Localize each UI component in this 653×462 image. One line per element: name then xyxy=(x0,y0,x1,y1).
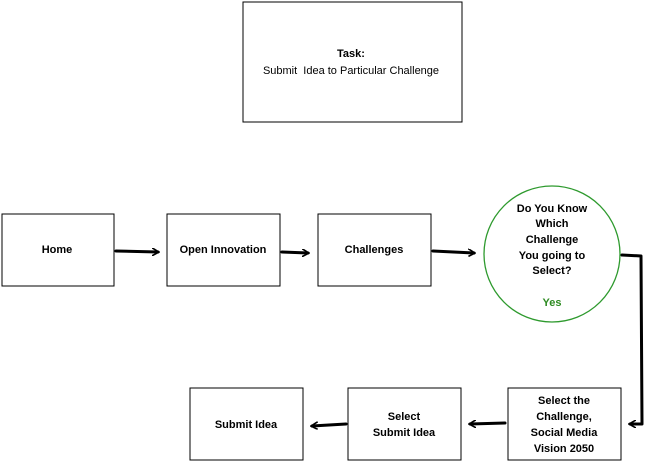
decision-line-1: Do You Know xyxy=(517,203,588,215)
arrow-challenges-to-decision xyxy=(431,251,474,253)
node-home-label: Home xyxy=(42,244,73,256)
node-select-challenge: Select the Challenge, Social Media Visio… xyxy=(507,387,622,461)
node-select-submit: Select Submit Idea xyxy=(347,387,462,461)
node-challenges: Challenges xyxy=(317,213,432,287)
task-box: Task: Submit Idea to Particular Challeng… xyxy=(242,1,463,123)
select-submit-line-2: Submit Idea xyxy=(373,427,436,439)
arrow-decision-to-select-challenge xyxy=(620,253,644,424)
arrow-open-innovation-to-challenges xyxy=(280,252,308,253)
arrow-home-to-open-innovation xyxy=(114,251,158,252)
arrow-select-challenge-to-select-submit xyxy=(470,423,507,424)
select-submit-line-1: Select xyxy=(388,411,421,423)
decision-line-5: Select? xyxy=(532,265,571,277)
decision-circle xyxy=(483,185,621,323)
node-submit-idea-label: Submit Idea xyxy=(215,419,278,431)
decision-line-2: Which xyxy=(536,218,569,230)
node-submit-idea: Submit Idea xyxy=(189,387,304,461)
select-challenge-line-2: Challenge, xyxy=(536,411,592,423)
select-challenge-line-4: Vision 2050 xyxy=(534,443,594,455)
decision-line-4: You going to xyxy=(519,250,586,262)
task-heading: Task: xyxy=(337,48,365,60)
node-home: Home xyxy=(1,213,115,287)
select-challenge-line-3: Social Media xyxy=(531,427,599,439)
node-decision: Do You Know Which Challenge You going to… xyxy=(483,185,621,323)
arrow-select-submit-to-submit-idea xyxy=(312,424,348,426)
select-challenge-line-1: Select the xyxy=(538,395,590,407)
task-description: Submit Idea to Particular Challenge xyxy=(263,65,439,77)
node-open-innovation-label: Open Innovation xyxy=(180,244,267,256)
decision-line-3: Challenge xyxy=(526,234,579,246)
node-challenges-label: Challenges xyxy=(345,244,404,256)
node-open-innovation: Open Innovation xyxy=(166,213,281,287)
decision-answer-yes: Yes xyxy=(543,297,562,309)
